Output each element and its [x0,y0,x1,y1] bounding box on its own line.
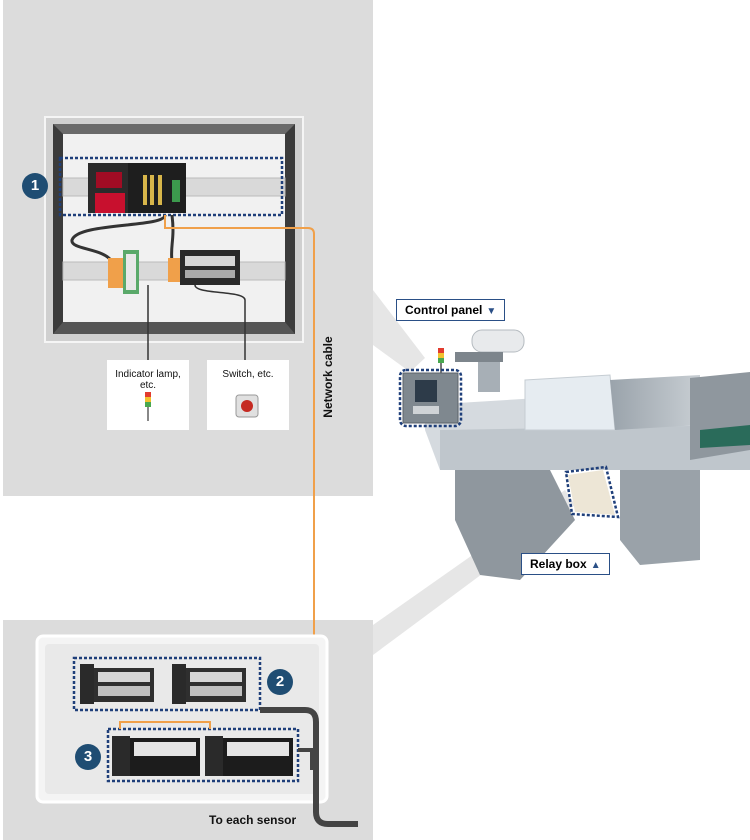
badge-two: 2 [267,669,293,695]
machine-illustration [402,329,750,580]
sensor-cable [260,707,358,827]
plc-selection-frame [58,156,284,217]
output-selection-frame [106,727,300,783]
switch-icon [235,394,259,418]
control-panel-callout: Control panel▼ [396,299,506,321]
internal-cable [70,214,167,263]
control-panel-callout-label: Control panel [405,303,483,317]
indicator-label: Indicator lamp, etc. [115,369,181,391]
sensor-label: To each sensor [209,813,297,827]
plc-module [88,163,186,213]
control-panel-highlight [398,368,463,428]
network-cable-label: Network cable [321,336,335,418]
double-chevron-down-icon: ▼ [486,306,497,317]
remote-io-selection-frame [72,656,262,712]
io-module [168,250,240,285]
relay-box-highlight [564,465,620,519]
double-chevron-up-icon: ▲ [590,560,601,571]
relay-box-enclosure [35,634,329,804]
badge-three: 3 [75,744,101,770]
indicator-lamp-icon [145,392,151,421]
relay-box-callout: Relay box▲ [521,553,610,575]
output-module [112,736,293,776]
switch-label: Switch, etc. [222,369,274,380]
control-panel-projection [373,290,425,372]
remote-io-module [80,664,246,704]
badge-one: 1 [22,173,48,199]
terminal-block-module [108,250,139,294]
relay-box-callout-label: Relay box [530,557,587,571]
